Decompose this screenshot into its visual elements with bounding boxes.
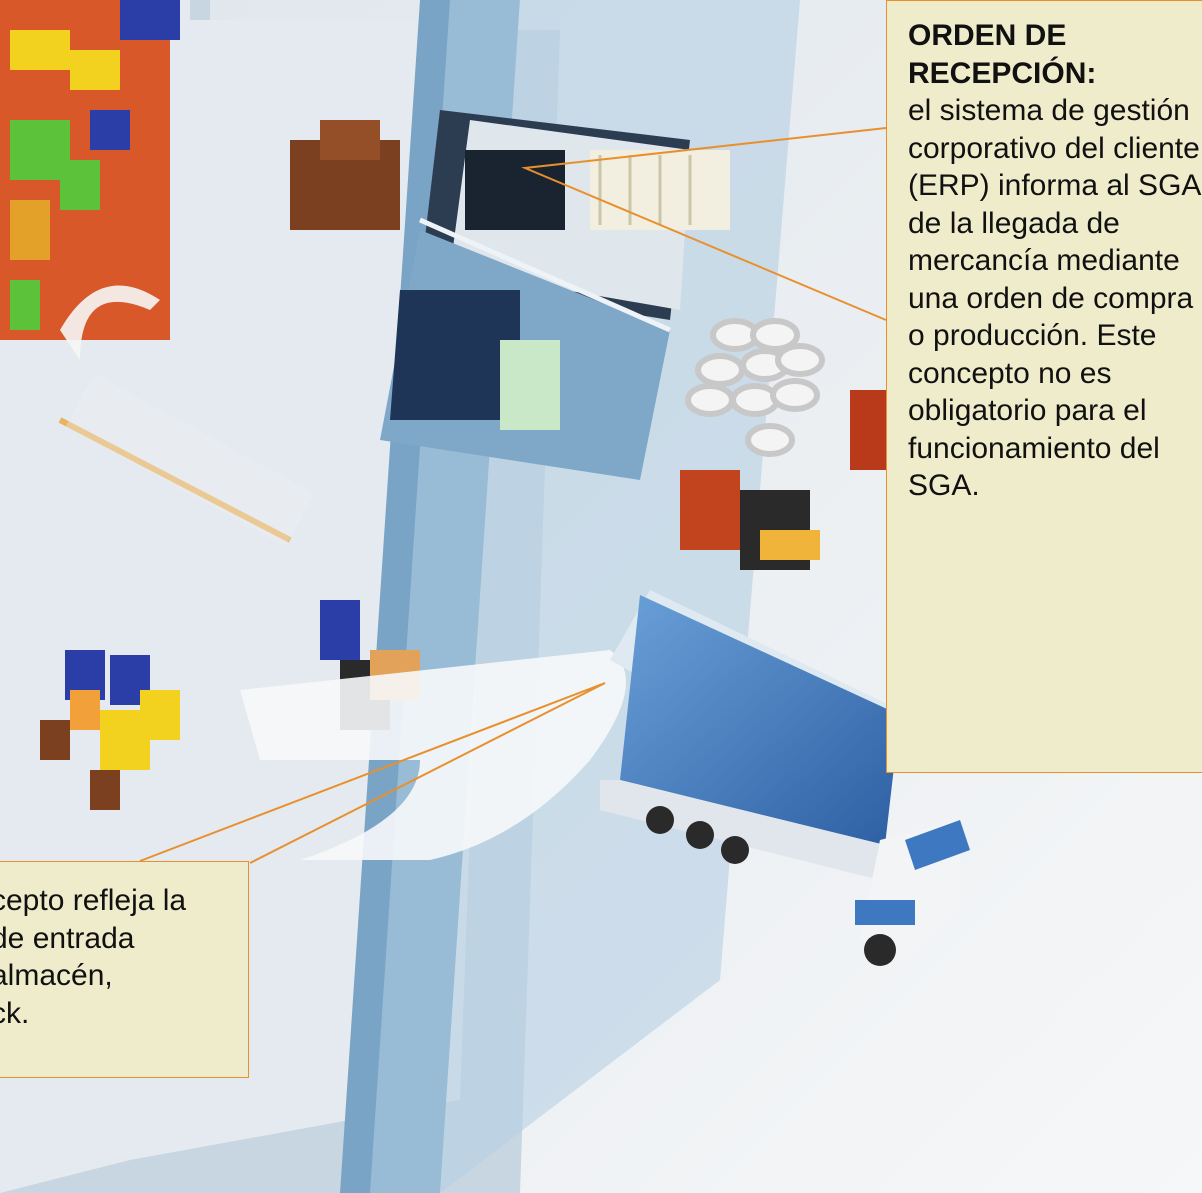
office-rooms	[380, 110, 730, 480]
pallet-racks	[0, 0, 180, 340]
callout-left-line1: cepto refleja la	[0, 884, 187, 917]
callout-title-line2: RECEPCIÓN:	[908, 56, 1097, 90]
brown-boxes	[290, 120, 400, 230]
callout-entrada-almacen: cepto refleja la de entrada almacén, ck.	[0, 861, 249, 1078]
callout-title-line1: ORDEN DE	[908, 19, 1067, 52]
callout-left-line2: de entrada	[0, 921, 135, 955]
callout-left-line3: almacén,	[0, 959, 113, 992]
callout-leaders	[139, 127, 887, 864]
truck	[600, 590, 970, 966]
loading-ramp	[240, 650, 626, 860]
callout-orden-recepcion: ORDEN DE RECEPCIÓN: el sistema de gestió…	[886, 0, 1202, 773]
callout-left-line4: ck.	[0, 996, 30, 1030]
flow-arrow	[60, 285, 160, 360]
callout-title: ORDEN DE RECEPCIÓN:	[908, 17, 1202, 92]
callout-body: el sistema de gestión corporativo del cl…	[908, 94, 1200, 502]
forklift-outside	[680, 390, 900, 570]
tyre-stack	[685, 318, 825, 457]
goods-boxes	[40, 650, 180, 810]
